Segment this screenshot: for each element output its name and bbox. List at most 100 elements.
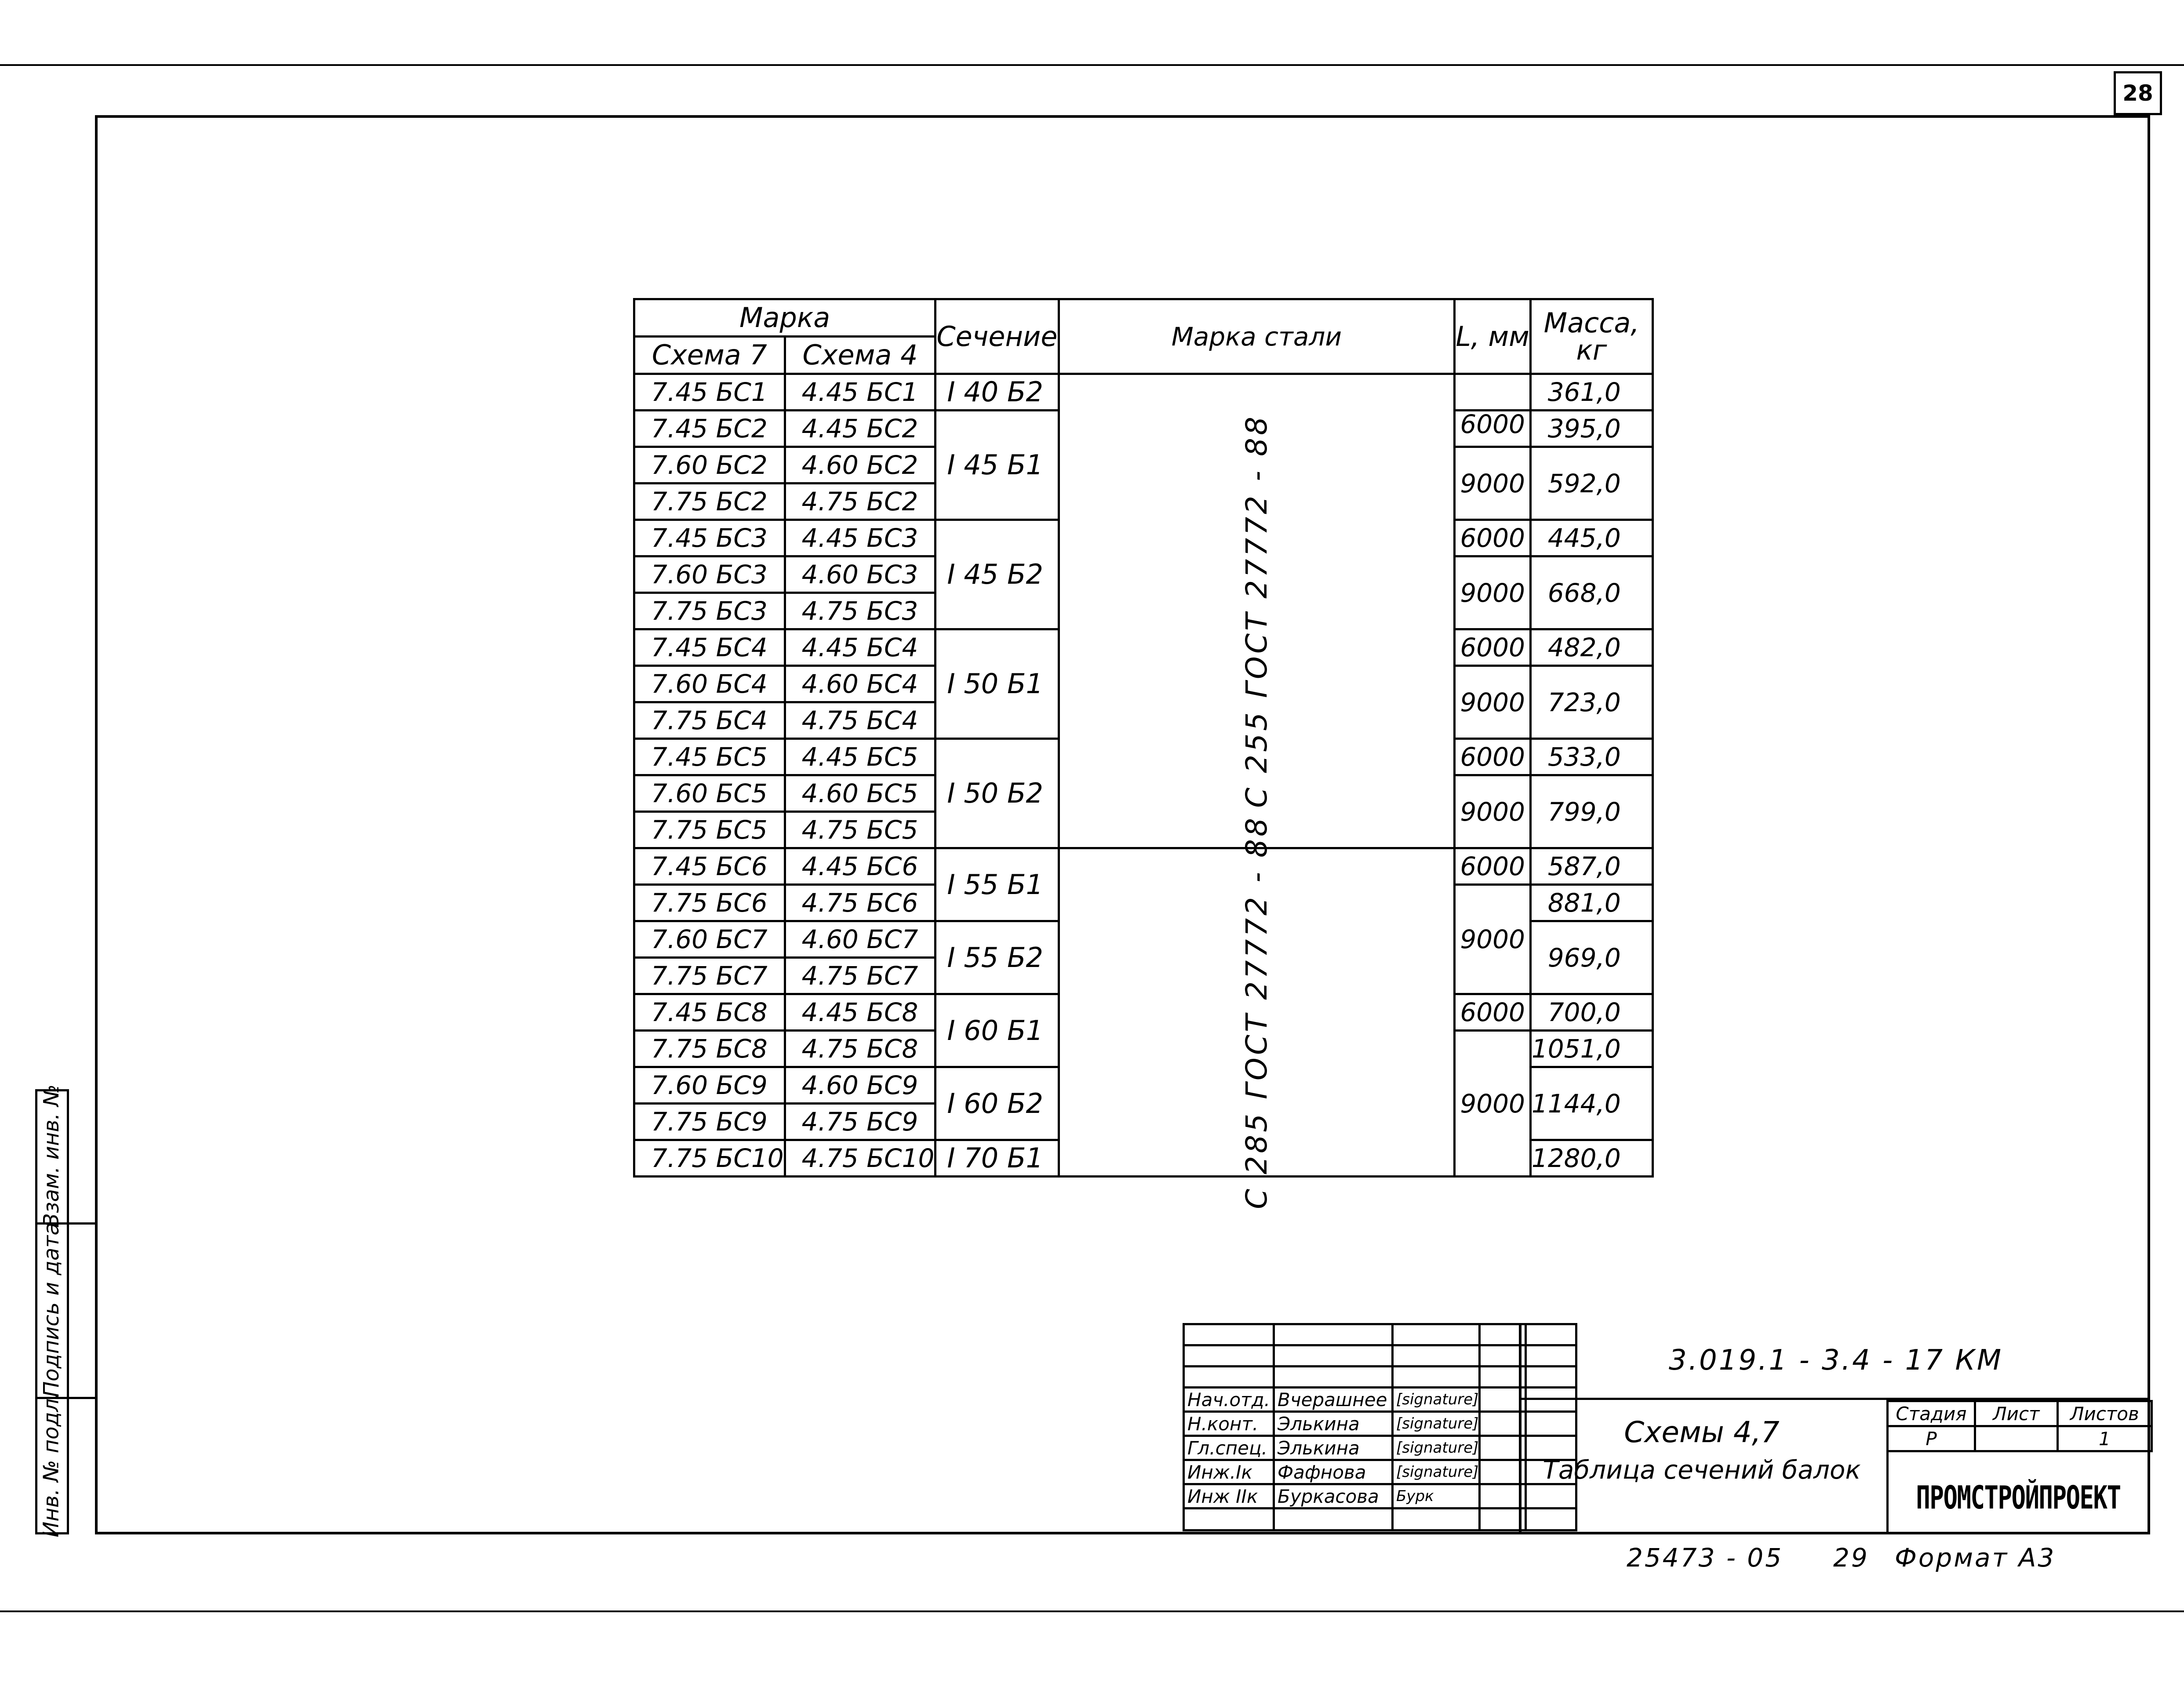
steel-grade-2: С 285 ГОСТ 27772 - 88 — [1239, 815, 1274, 1209]
cell-shema4: 4.75 БС6 — [783, 883, 937, 922]
cell-length: 6000 — [1453, 519, 1532, 557]
table-row: 7.45 БС6 4.45 БС6 I 55 Б1 С 285 ГОСТ 277… — [633, 815, 1654, 1209]
cell-length — [1453, 373, 1532, 411]
cell-shema7: 7.60 БС3 — [633, 555, 786, 594]
cell-shema7: 7.75 БС5 — [633, 811, 786, 849]
cell-length: 6000 — [1453, 628, 1532, 667]
cell-shema7: 7.45 БС1 — [633, 373, 786, 411]
copy-number: 29 — [1833, 1543, 1869, 1573]
name: Вчерашнее — [1273, 1386, 1394, 1413]
cell-length: 9000 — [1453, 774, 1532, 849]
name: Элькина — [1273, 1435, 1394, 1461]
cell-section: I 45 Б1 — [934, 409, 1060, 521]
person-row: Нач.отд. Вчерашнее [signature] — [1183, 1386, 1578, 1413]
cell-shema7: 7.60 БС5 — [633, 774, 786, 813]
title-block-people: Нач.отд. Вчерашнее [signature] Н.конт. Э… — [1183, 1323, 1578, 1531]
role: Гл.спец. — [1183, 1435, 1275, 1461]
table-row: 7.45 БС1 4.45 БС1 I 40 Б2 С 255 ГОСТ 277… — [633, 373, 1654, 849]
header-marka: Марка — [633, 298, 937, 338]
table-row: 7.60 БС3 4.60 БС3 9000 668,0 — [633, 555, 1654, 630]
bottom-rule — [0, 1610, 2184, 1612]
cell-section: I 50 Б1 — [934, 628, 1060, 740]
cell-length: 6000 — [1453, 738, 1532, 776]
header-marka-stali: Марка стали — [1057, 298, 1456, 375]
organization-name: ПРОМСТРОЙПРОЕКТ — [1916, 1479, 2121, 1516]
cell-shema7: 7.60 БС9 — [633, 1066, 786, 1105]
cell-mass: 361,0 — [1529, 373, 1654, 411]
header-length: L, мм — [1453, 298, 1532, 375]
cell-shema4: 4.45 БС4 — [783, 628, 937, 667]
cell-section: I 60 Б2 — [934, 1066, 1060, 1141]
cell-shema7: 7.75 БС10 — [633, 1139, 786, 1178]
cell-section: I 70 Б1 — [934, 1139, 1060, 1178]
cell-mass: 592,0 — [1529, 446, 1654, 521]
cell-mass: 1051,0 — [1529, 1029, 1654, 1068]
steel-grade-1: С 255 ГОСТ 27772 - 88 — [1239, 414, 1274, 808]
stage-value: Р — [1886, 1425, 1976, 1452]
cell-shema4: 4.75 БС10 — [783, 1139, 937, 1178]
page-number: 28 — [2114, 71, 2162, 115]
table-row: 7.60 БС9 4.60 БС9 I 60 Б2 1144,0 — [633, 1066, 1654, 1141]
stage-table: Стадия Лист Листов Р 1 — [1886, 1400, 2153, 1452]
table-row: 7.60 БС5 4.60 БС5 9000 799,0 — [633, 774, 1654, 849]
cell-mass: 668,0 — [1529, 555, 1654, 630]
cell-shema7: 7.75 БС8 — [633, 1029, 786, 1068]
cell-shema7: 7.45 БС6 — [633, 847, 786, 886]
cell-shema7: 7.45 БС3 — [633, 519, 786, 557]
cell-shema7: 7.75 БС7 — [633, 956, 786, 995]
table-row: 7.75 БС9 4.75 БС9 — [633, 1102, 1653, 1141]
name: Фафнова — [1273, 1459, 1394, 1485]
cell-section: I 55 Б1 — [934, 847, 1060, 922]
signature: [signature] — [1391, 1459, 1481, 1485]
cell-mass: 1280,0 — [1529, 1139, 1654, 1178]
cell-shema4: 4.75 БС9 — [783, 1102, 937, 1141]
cell-shema4: 4.45 БС1 — [783, 373, 937, 411]
cell-shema4: 4.75 БС8 — [783, 1029, 937, 1068]
cell-mass: 533,0 — [1529, 738, 1654, 776]
signature: Бурк — [1391, 1483, 1481, 1509]
cell-mass: 799,0 — [1529, 774, 1654, 849]
header-shema4: Схема 4 — [783, 335, 937, 375]
person-row: Инж.Iк Фафнова [signature] — [1183, 1459, 1578, 1485]
table-row: 7.75 БС10 4.75 БС10 I 70 Б1 1280,0 — [633, 1139, 1654, 1178]
table-row: 7.60 БС4 4.60 БС4 9000 723,0 — [633, 665, 1654, 740]
cell-shema7: 7.75 БС9 — [633, 1102, 786, 1141]
cell-mass: 969,0 — [1529, 920, 1654, 995]
header-sechenie: Сечение — [934, 298, 1060, 375]
cell-shema7: 7.45 БС2 — [633, 409, 786, 448]
role: Н.конт. — [1183, 1410, 1275, 1437]
cell-shema4: 4.45 БС8 — [783, 993, 937, 1032]
podpis-data-label: Подпись и дата — [39, 1222, 64, 1397]
side-stamp: Взам. инв. № Подпись и дата Инв. № подл. — [35, 1084, 95, 1538]
cell-shema4: 4.75 БС5 — [783, 811, 937, 849]
cell-mass: 395,0 — [1529, 409, 1654, 448]
sheets-value: 1 — [2056, 1425, 2153, 1452]
header-mass: Масса, кг — [1529, 298, 1654, 375]
cell-shema7: 7.45 БС8 — [633, 993, 786, 1032]
table-row: 7.60 БС2 4.60 БС2 9000 592,0 — [633, 446, 1654, 521]
cell-section: I 40 Б2 — [934, 373, 1060, 411]
cell-shema7: 7.75 БС2 — [633, 482, 786, 521]
header-shema7: Схема 7 — [633, 335, 786, 375]
cell-shema4: 4.75 БС4 — [783, 701, 937, 740]
cell-shema4: 4.60 БС5 — [783, 774, 937, 813]
cell-mass: 445,0 — [1529, 519, 1654, 557]
cell-mass: 723,0 — [1529, 665, 1654, 740]
cell-shema4: 4.60 БС2 — [783, 446, 937, 484]
signature: [signature] — [1391, 1435, 1481, 1461]
cell-shema7: 7.45 БС4 — [633, 628, 786, 667]
cell-shema7: 7.60 БС2 — [633, 446, 786, 484]
sheet-value — [1973, 1425, 2059, 1452]
cell-section: I 55 Б2 — [934, 920, 1060, 995]
role: Нач.отд. — [1183, 1386, 1275, 1413]
table-row: 7.60 БС7 4.60 БС7 I 55 Б2 969,0 — [633, 920, 1654, 995]
cell-shema4: 4.60 БС4 — [783, 665, 937, 703]
person-row: Гл.спец. Элькина [signature] — [1183, 1435, 1578, 1461]
cell-section: I 60 Б1 — [934, 993, 1060, 1068]
cell-steel-1: С 255 ГОСТ 27772 - 88 — [1057, 373, 1456, 849]
title-block-main: 3.019.1 - 3.4 - 17 КМ Схемы 4,7 Таблица … — [1519, 1323, 2153, 1534]
person-row: Н.конт. Элькина [signature] — [1183, 1410, 1578, 1437]
cell-shema4: 4.60 БС7 — [783, 920, 937, 959]
document-code: 3.019.1 - 3.4 - 17 КМ — [1522, 1323, 2150, 1400]
cell-steel-2: С 285 ГОСТ 27772 - 88 — [1057, 815, 1456, 1209]
